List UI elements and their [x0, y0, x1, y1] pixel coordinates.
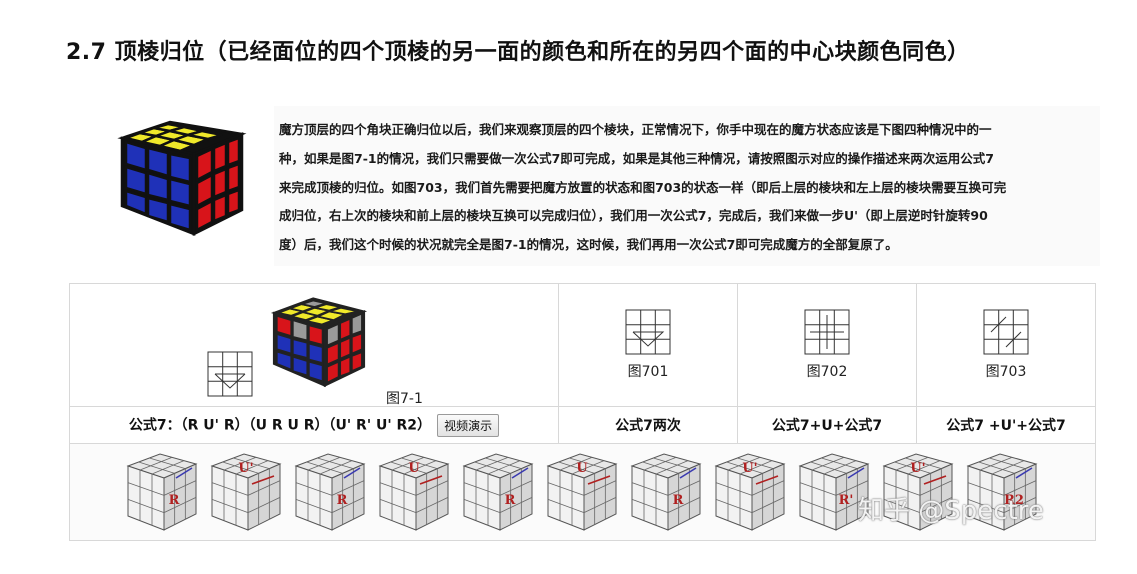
move-label: U — [408, 461, 420, 476]
move-arrow — [175, 467, 193, 479]
diagram-701-icon — [625, 309, 671, 355]
move-label: R — [169, 493, 180, 508]
step-cube-11: R2 — [966, 453, 1038, 531]
diagram-702-icon — [804, 309, 850, 355]
watermark: 知乎 @Spectre — [858, 496, 1044, 526]
move-arrow — [587, 475, 611, 485]
step-cube-1: R — [126, 453, 198, 531]
figure-caption: 图701 — [627, 364, 669, 380]
cube-7-1-image — [270, 297, 368, 388]
figure-caption: 图7-1 — [386, 391, 423, 407]
step-cube-4: U — [378, 453, 450, 531]
diagram-7-1-icon — [207, 351, 253, 397]
diagram-703-icon — [983, 309, 1029, 355]
figure-702-cell: 图702 — [737, 283, 917, 407]
move-label: U' — [742, 461, 757, 476]
step-cube-3: R — [294, 453, 366, 531]
intro-background — [274, 106, 1100, 266]
move-arrow — [419, 475, 443, 485]
move-label: U — [576, 461, 588, 476]
move-arrow — [343, 467, 361, 479]
figure-caption: 图702 — [806, 364, 848, 380]
move-label: U' — [910, 461, 925, 476]
step-cube-2: U' — [210, 453, 282, 531]
move-arrow — [755, 475, 779, 485]
figure-7-1-cell: 图7-1 — [69, 283, 559, 407]
move-arrow — [1015, 467, 1033, 479]
intro-line: 度）后，我们这个时候的状况就完全是图7-1的情况，这时候，我们再用一次公式7即可… — [279, 237, 898, 253]
section-title: 2.7 顶棱归位（已经面位的四个顶棱的另一面的颜色和所在的另四个面的中心块颜色同… — [66, 40, 970, 65]
move-arrow — [679, 467, 697, 479]
move-label: U' — [238, 461, 253, 476]
intro-line: 成归位，右上次的棱块和前上层的棱块互换可以完成归位），我们用一次公式7，完成后，… — [279, 208, 988, 224]
step-cubes-strip: R U' R U R U R U' R' U' R2 — [126, 453, 1038, 531]
step-cube-5: R — [462, 453, 534, 531]
formula-7-cell: 公式7：（R U' R）（U R U R）（U' R' U' R2） 视频演示 — [69, 406, 559, 444]
intro-line: 来完成顶棱的归位。如图703，我们首先需要把魔方放置的状态和图703的状态一样（… — [279, 179, 1007, 195]
formula-cell: 公式7+U+公式7 — [737, 406, 917, 444]
formula-cell: 公式7 +U'+公式7 — [916, 406, 1096, 444]
move-arrow — [251, 475, 275, 485]
step-cube-6: U — [546, 453, 618, 531]
solved-cube-image — [117, 120, 247, 237]
step-cube-9: R' — [798, 453, 870, 531]
intro-line: 种，如果是图7-1的情况，我们只需要做一次公式7即可完成，如果是其他三种情况，请… — [279, 150, 994, 166]
intro-paragraph: 魔方顶层的四个角块正确归位以后，我们来观察顶层的四个棱块，正常情况下，你手中现在… — [279, 116, 1099, 260]
move-arrow — [923, 475, 947, 485]
step-cube-8: U' — [714, 453, 786, 531]
step-cube-7: R — [630, 453, 702, 531]
move-label: R' — [839, 493, 854, 508]
move-label: R — [337, 493, 348, 508]
move-label: R2 — [1004, 493, 1024, 508]
move-arrow — [847, 467, 865, 479]
formula-7-text: 公式7：（R U' R）（U R U R）（U' R' U' R2） — [128, 417, 432, 433]
figure-701-cell: 图701 — [558, 283, 738, 407]
intro-line: 魔方顶层的四个角块正确归位以后，我们来观察顶层的四个棱块，正常情况下，你手中现在… — [279, 122, 992, 137]
formula-cell: 公式7两次 — [558, 406, 738, 444]
figure-caption: 图703 — [985, 364, 1027, 380]
figure-703-cell: 图703 — [916, 283, 1096, 407]
move-arrow — [511, 467, 529, 479]
move-label: R — [673, 493, 684, 508]
step-cube-10: U' — [882, 453, 954, 531]
move-label: R — [505, 493, 516, 508]
video-demo-button[interactable]: 视频演示 — [437, 413, 500, 437]
